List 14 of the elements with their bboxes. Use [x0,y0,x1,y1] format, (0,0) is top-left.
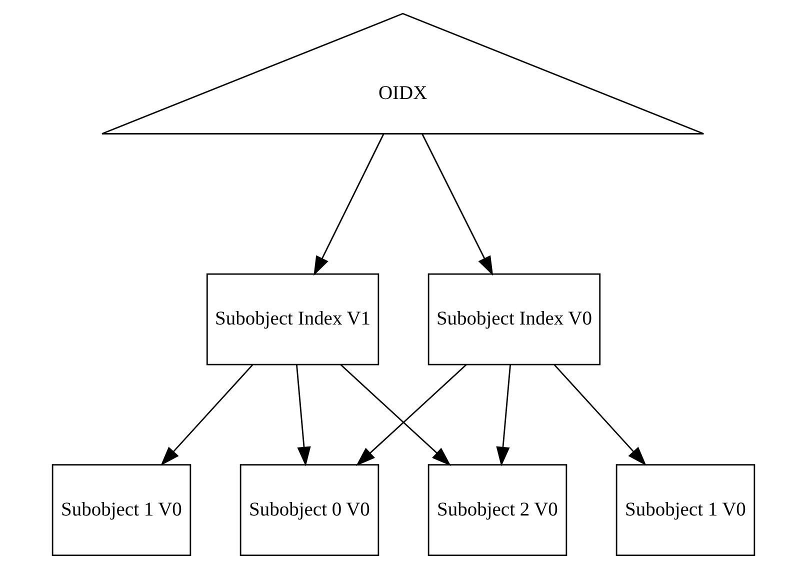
arrow [160,364,254,466]
arrow [296,364,311,466]
node-box: Subobject 0 V0 [240,464,380,556]
node-box: Subobject 2 V0 [428,464,568,556]
arrow [554,364,646,466]
arrow [496,364,511,466]
arrow [356,364,467,466]
node-box: Subobject Index V0 [428,273,601,366]
arrow [314,134,384,276]
arrow [340,364,452,466]
node-box: Subobject 1 V0 [616,464,756,556]
arrow [422,134,494,276]
node-box: Subobject 1 V0 [52,464,192,556]
node-box: Subobject Index V1 [206,273,380,366]
